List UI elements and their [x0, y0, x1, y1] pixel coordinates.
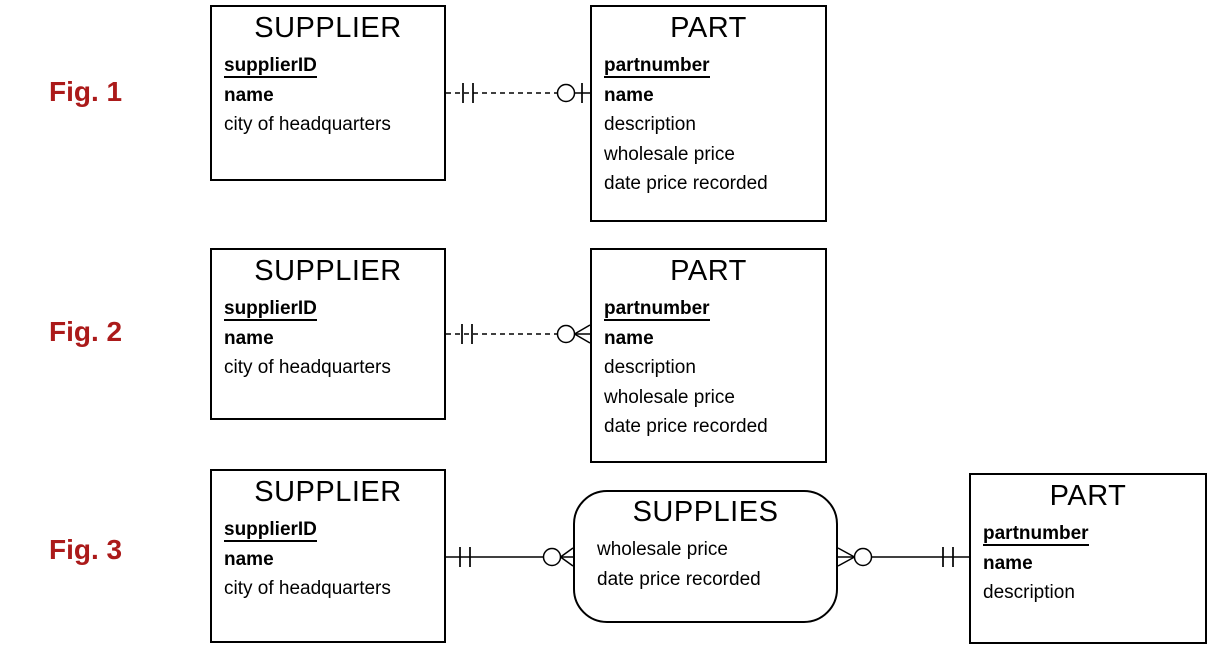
attribute-list: partnumber name description wholesale pr… [592, 51, 825, 199]
one-and-only-one-icon [459, 547, 471, 567]
one-and-only-one-icon [942, 547, 954, 567]
associative-entity-supplies-fig3: SUPPLIES wholesale price date price reco… [573, 490, 838, 623]
one-and-only-one-icon [461, 324, 473, 344]
entity-title: SUPPLIER [254, 255, 402, 287]
entity-title: SUPPLIES [632, 496, 779, 528]
entity-attribute: description [983, 582, 1075, 603]
attribute-list: supplierID name city of headquarters [212, 515, 444, 604]
attribute-list: supplierID name city of headquarters [212, 51, 444, 140]
entity-attribute: date price recorded [597, 568, 761, 590]
zero-circle-icon [542, 547, 562, 567]
zero-circle-icon [853, 547, 873, 567]
entity-title: SUPPLIER [254, 12, 402, 44]
entity-title: PART [670, 255, 747, 287]
entity-attribute: name [224, 327, 274, 349]
entity-attribute: name [224, 84, 274, 106]
zero-circle-icon [556, 324, 576, 344]
entity-title: PART [670, 12, 747, 44]
entity-attribute: name [983, 552, 1033, 574]
entity-title: PART [1049, 480, 1127, 512]
entity-attribute: name [604, 327, 654, 349]
entity-attribute-key: supplierID [224, 298, 317, 321]
entity-part-fig1: PART partnumber name description wholesa… [590, 5, 827, 222]
entity-supplier-fig2: SUPPLIER supplierID name city of headqua… [210, 248, 446, 420]
attribute-list: partnumber name description wholesale pr… [592, 294, 825, 442]
entity-attribute-key: supplierID [224, 519, 317, 542]
entity-attribute: date price recorded [604, 173, 768, 194]
entity-supplier-fig3: SUPPLIER supplierID name city of headqua… [210, 469, 446, 643]
entity-attribute: description [604, 114, 696, 135]
relationship-connector-fig2 [446, 324, 591, 344]
entity-part-fig3: PART partnumber name description [969, 473, 1207, 644]
entity-title: SUPPLIER [254, 476, 402, 508]
entity-attribute: wholesale price [604, 143, 735, 165]
entity-attribute: name [604, 84, 654, 106]
relationship-connector-fig1 [446, 83, 590, 103]
entity-attribute: city of headquarters [224, 578, 391, 599]
entity-attribute: city of headquarters [224, 357, 391, 378]
attribute-list: wholesale price date price recorded [575, 535, 836, 594]
crows-foot-icon [574, 324, 591, 344]
entity-attribute-key: partnumber [604, 55, 710, 78]
relationship-connector-fig3-left [446, 547, 574, 567]
entity-attribute: description [604, 357, 696, 378]
relationship-connector-fig3-right [837, 547, 969, 567]
entity-part-fig2: PART partnumber name description wholesa… [590, 248, 827, 463]
entity-attribute: city of headquarters [224, 114, 391, 135]
crows-foot-icon [560, 547, 574, 567]
zero-circle-icon [556, 83, 576, 103]
crows-foot-icon [837, 547, 855, 567]
figure-2-label: Fig. 2 [49, 316, 123, 347]
entity-attribute: wholesale price [604, 386, 735, 408]
entity-attribute: name [224, 548, 274, 570]
entity-supplier-fig1: SUPPLIER supplierID name city of headqua… [210, 5, 446, 181]
entity-attribute: wholesale price [597, 539, 728, 560]
attribute-list: partnumber name description [971, 519, 1205, 608]
one-and-only-one-icon [462, 83, 474, 103]
figure-1-label: Fig. 1 [49, 76, 123, 107]
entity-attribute: date price recorded [604, 416, 768, 437]
entity-attribute-key: partnumber [983, 523, 1089, 546]
entity-attribute-key: supplierID [224, 55, 317, 78]
attribute-list: supplierID name city of headquarters [212, 294, 444, 383]
entity-attribute-key: partnumber [604, 298, 710, 321]
figure-3-label: Fig. 3 [49, 534, 123, 565]
